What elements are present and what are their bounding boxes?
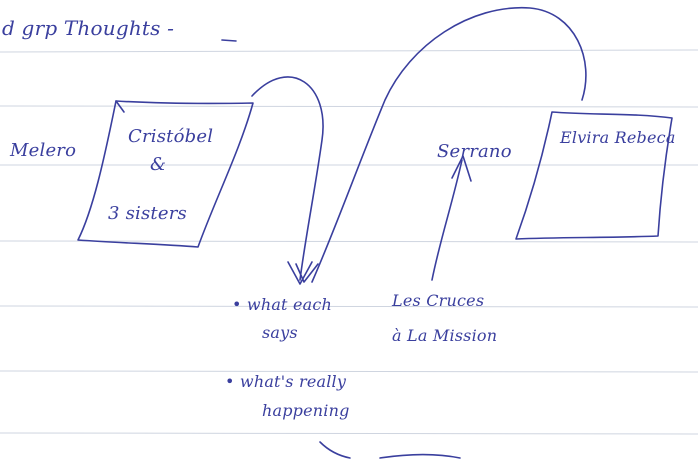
rule-line — [0, 305, 698, 308]
ruled-lines — [0, 49, 698, 435]
elvira-rebeca-label: Elvira Rebeca — [560, 128, 676, 147]
title-dash — [221, 39, 237, 42]
arrow-big-loop — [311, 7, 587, 283]
page-title: d grp Thoughts - — [2, 16, 175, 40]
arrow-curve-left — [251, 76, 324, 281]
rule-line — [0, 105, 698, 108]
les-cruces-line1: Les Cruces — [392, 291, 485, 310]
arrow-head-up — [451, 155, 472, 182]
arrow-head-left — [287, 261, 313, 285]
rule-line — [0, 49, 698, 53]
bottom-scribble — [319, 441, 351, 459]
whats-really-line2: happening — [262, 401, 350, 420]
rule-line — [0, 370, 698, 373]
arrow-head-left-2 — [295, 263, 319, 283]
bottom-scribble-2 — [379, 453, 461, 459]
cristobel-label: Cristóbel — [128, 126, 214, 147]
three-sisters-label: 3 sisters — [108, 203, 187, 224]
rule-line — [0, 432, 698, 435]
serrano-label: Serrano — [437, 141, 512, 162]
arrow-up-serrano — [431, 159, 463, 281]
elvira-box — [515, 111, 673, 240]
box-tick — [115, 100, 125, 113]
les-cruces-line2: à La Mission — [392, 326, 498, 345]
whats-really-line1: • what's really — [225, 372, 347, 391]
what-each-says-line2: says — [262, 323, 298, 342]
cristobel-box — [77, 100, 254, 248]
melero-label: Melero — [10, 140, 77, 161]
cristobel-ampersand: & — [150, 154, 167, 175]
rule-line — [0, 240, 698, 243]
what-each-says-line1: • what each — [232, 295, 333, 314]
